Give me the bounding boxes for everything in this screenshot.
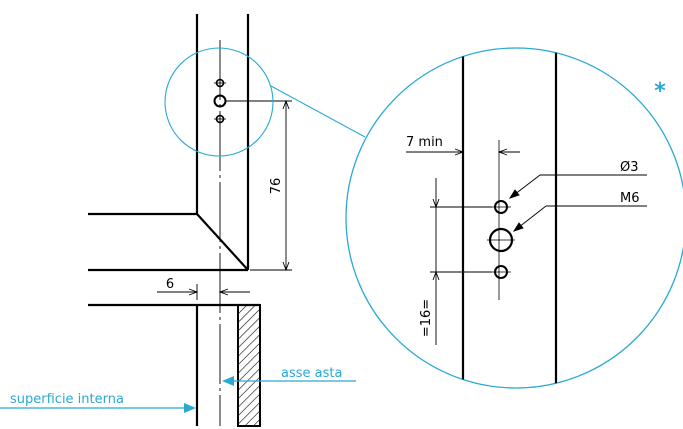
detail-callout [164, 47, 366, 157]
detail-circle [345, 47, 683, 389]
hole-d3-bottom [491, 265, 511, 279]
annotation-asse-asta [222, 376, 356, 386]
mast-outline [88, 14, 250, 272]
hole-m6-small [213, 94, 227, 108]
asse-asta-label: asse asta [281, 366, 342, 381]
lower-frame-outline [88, 303, 260, 426]
detail-content [406, 48, 647, 388]
dimension-6 [157, 284, 250, 300]
dimension-16 [430, 178, 492, 345]
dimension-76 [226, 99, 292, 272]
hole-m6 [487, 227, 515, 253]
detail-mast-walls [461, 48, 558, 388]
detail-marker: * [654, 79, 666, 104]
dimension-6-label: 6 [166, 277, 174, 292]
hole-small-bottom [214, 113, 226, 125]
dimension-7min-label: 7 min [406, 135, 443, 150]
hatched-section [237, 304, 261, 427]
leader-m6 [512, 205, 647, 232]
superficie-interna-label: superficie interna [10, 392, 124, 407]
hole-d3-label: Ø3 [620, 160, 639, 175]
hole-d3-top [491, 200, 511, 214]
thread-m6-label: M6 [620, 191, 640, 206]
dimension-76-label: 76 [269, 178, 284, 195]
annotation-superficie-interna [0, 403, 196, 413]
hole-small-top [214, 77, 226, 89]
dimension-16-label: =16= [419, 299, 434, 337]
leader-d3 [508, 174, 647, 199]
dimension-7min [406, 148, 520, 156]
